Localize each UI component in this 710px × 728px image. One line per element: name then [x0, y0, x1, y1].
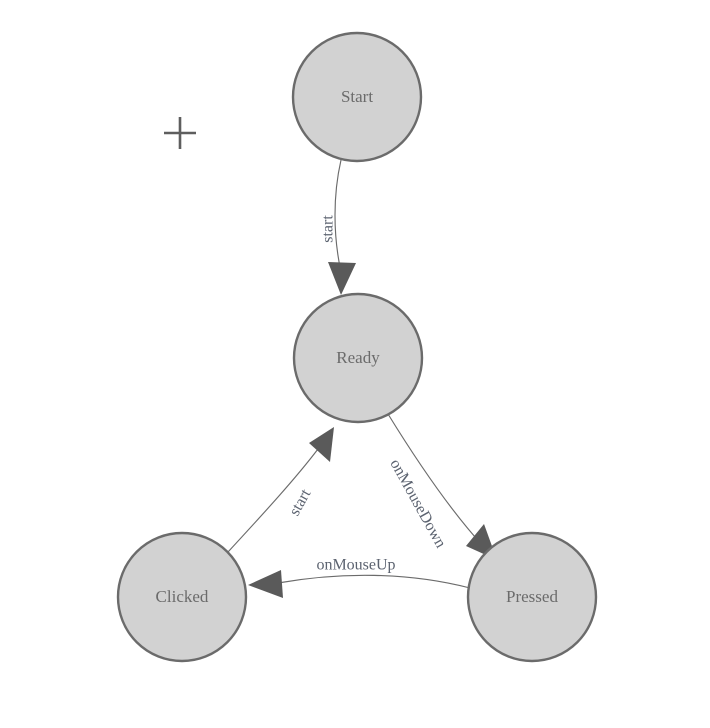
node-start[interactable]: Start	[291, 31, 423, 163]
node-start-label: Start	[341, 87, 373, 106]
edge-path-pressed-to-clicked	[277, 574, 471, 589]
edge-start-to-ready[interactable]	[328, 159, 356, 295]
node-start-circle[interactable]	[291, 31, 423, 163]
edge-path-clicked-to-ready	[227, 448, 319, 553]
node-ready[interactable]: Ready	[292, 292, 424, 424]
node-clicked[interactable]: Clicked	[116, 531, 248, 663]
node-clicked-label: Clicked	[156, 587, 209, 606]
node-pressed[interactable]: Pressed	[466, 531, 598, 663]
arrowhead-start-to-ready	[328, 262, 356, 295]
edge-label-start-to-ready: start	[320, 215, 337, 243]
plus-marker[interactable]	[164, 117, 196, 149]
node-pressed-circle[interactable]	[466, 531, 598, 663]
edge-clicked-to-ready[interactable]	[227, 427, 334, 553]
edge-label-ready-to-pressed: onMouseDown	[386, 456, 449, 551]
node-pressed-label: Pressed	[506, 587, 558, 606]
edge-path-ready-to-pressed	[387, 413, 484, 547]
edge-label-pressed-to-clicked: onMouseUp	[316, 557, 395, 574]
edge-pressed-to-clicked[interactable]	[248, 570, 471, 598]
arrowhead-clicked-to-ready	[309, 427, 334, 462]
arrowhead-pressed-to-clicked	[248, 570, 283, 598]
edge-path-start-to-ready	[334, 159, 342, 273]
edge-label-clicked-to-ready: start	[286, 486, 314, 519]
node-ready-label: Ready	[336, 348, 380, 367]
node-clicked-circle[interactable]	[116, 531, 248, 663]
node-ready-circle[interactable]	[292, 292, 424, 424]
